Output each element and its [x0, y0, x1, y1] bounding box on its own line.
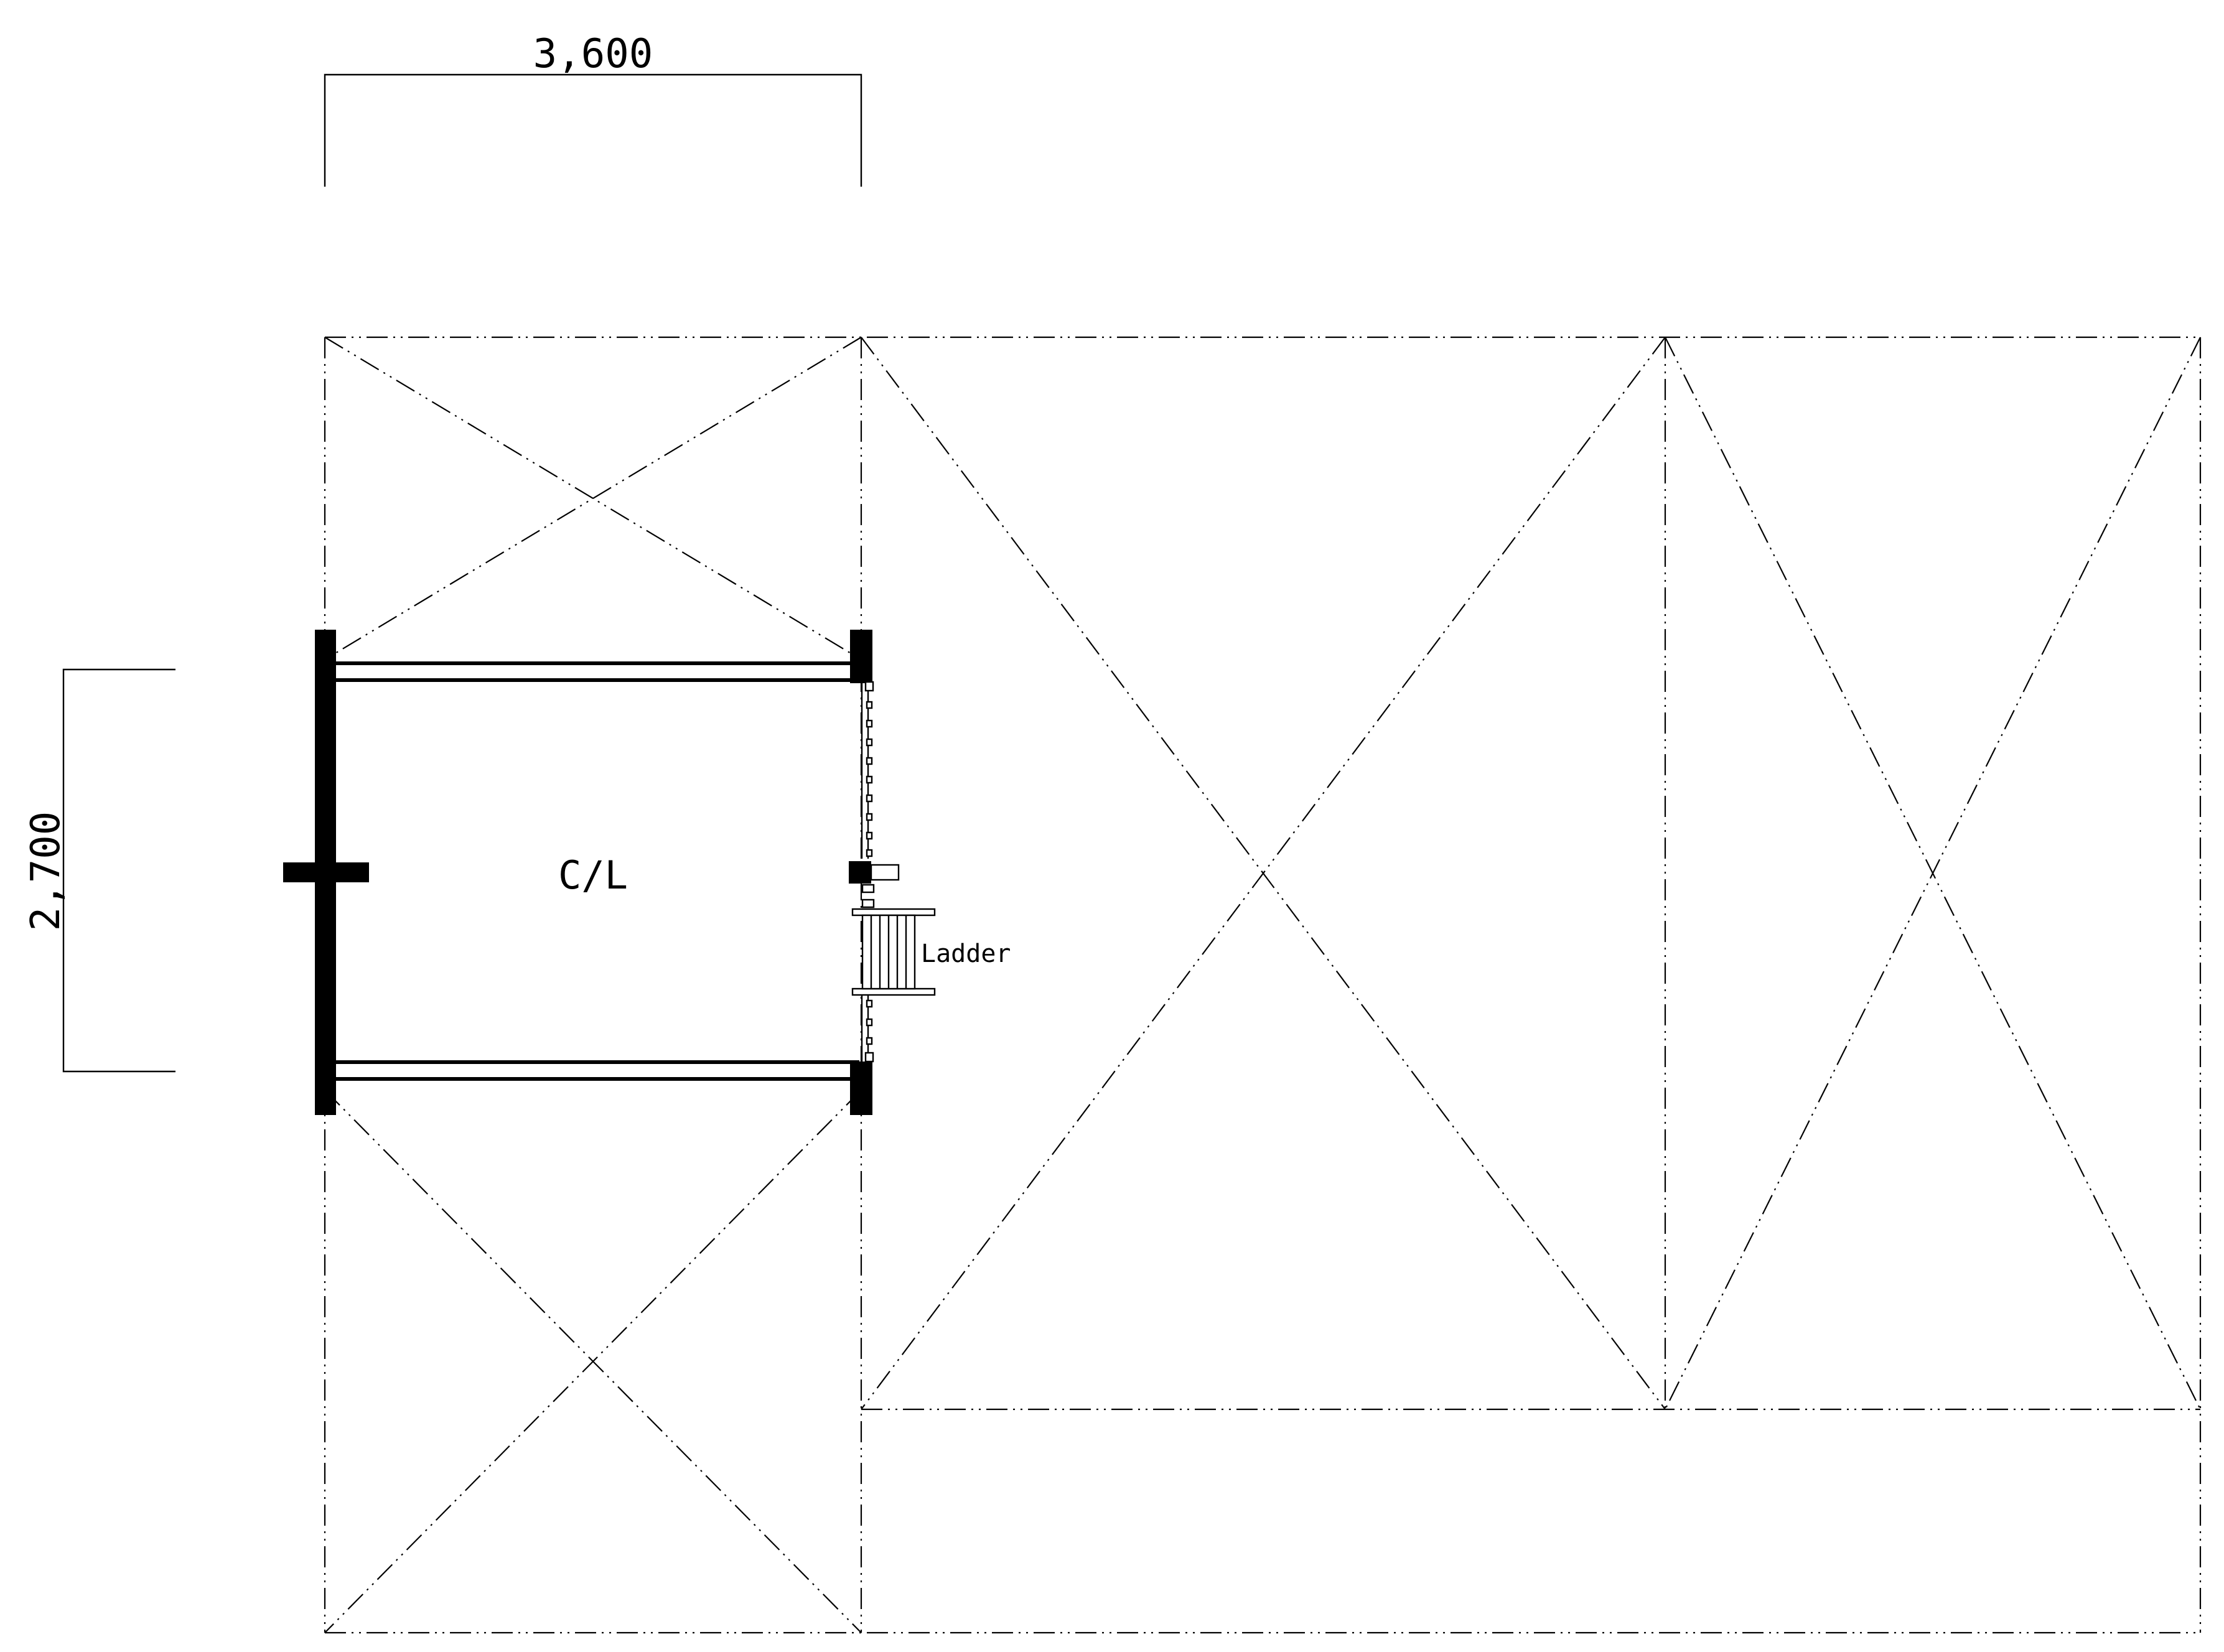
- vertical-dimension-label: 2,700: [23, 811, 69, 931]
- baluster: [866, 849, 873, 857]
- baluster: [866, 999, 873, 1008]
- ladder-top-rail: [851, 908, 936, 917]
- bottom-right-post: [850, 1062, 872, 1115]
- baluster: [866, 794, 873, 803]
- baluster: [861, 884, 875, 894]
- vertical-dimension-line: [62, 668, 175, 1073]
- baluster: [861, 898, 875, 908]
- baluster: [866, 757, 873, 765]
- horizontal-dimension-label: 3,600: [533, 31, 653, 77]
- baluster: [864, 681, 874, 692]
- diagonal-top-left-b: [324, 337, 862, 660]
- baluster: [866, 1018, 873, 1027]
- vertical-dimension: 2,700: [23, 668, 175, 1073]
- baluster: [866, 775, 873, 784]
- ladder-bottom-rail: [851, 987, 936, 996]
- baluster: [866, 719, 873, 728]
- ladder-label: Ladder: [921, 940, 1011, 968]
- middle-right-post: [849, 861, 871, 884]
- left-wall-post: [283, 862, 369, 882]
- baluster: [866, 701, 873, 709]
- loft-room: C/L Ladder: [283, 630, 1011, 1115]
- railing: [861, 681, 875, 1063]
- horizontal-dimension-line: [324, 73, 862, 187]
- ladder-icon: [851, 908, 936, 996]
- void-diagonals: [324, 337, 2201, 1633]
- horizontal-dimension: 3,600: [324, 31, 862, 187]
- baluster: [866, 813, 873, 821]
- top-right-post: [850, 630, 872, 683]
- post-bracket: [870, 864, 900, 881]
- diagonal-bottom-left-b: [324, 1090, 862, 1633]
- baluster: [866, 738, 873, 747]
- bottom-beam: [328, 1060, 859, 1081]
- diagonal-middle-b: [861, 337, 1666, 1410]
- baluster: [866, 831, 873, 840]
- room-label: C/L: [558, 852, 628, 898]
- baluster: [864, 1052, 874, 1063]
- diagonal-right-b: [1665, 337, 2201, 1410]
- grid-outline: [324, 336, 2202, 1634]
- top-beam: [328, 661, 859, 682]
- baluster: [866, 1037, 873, 1045]
